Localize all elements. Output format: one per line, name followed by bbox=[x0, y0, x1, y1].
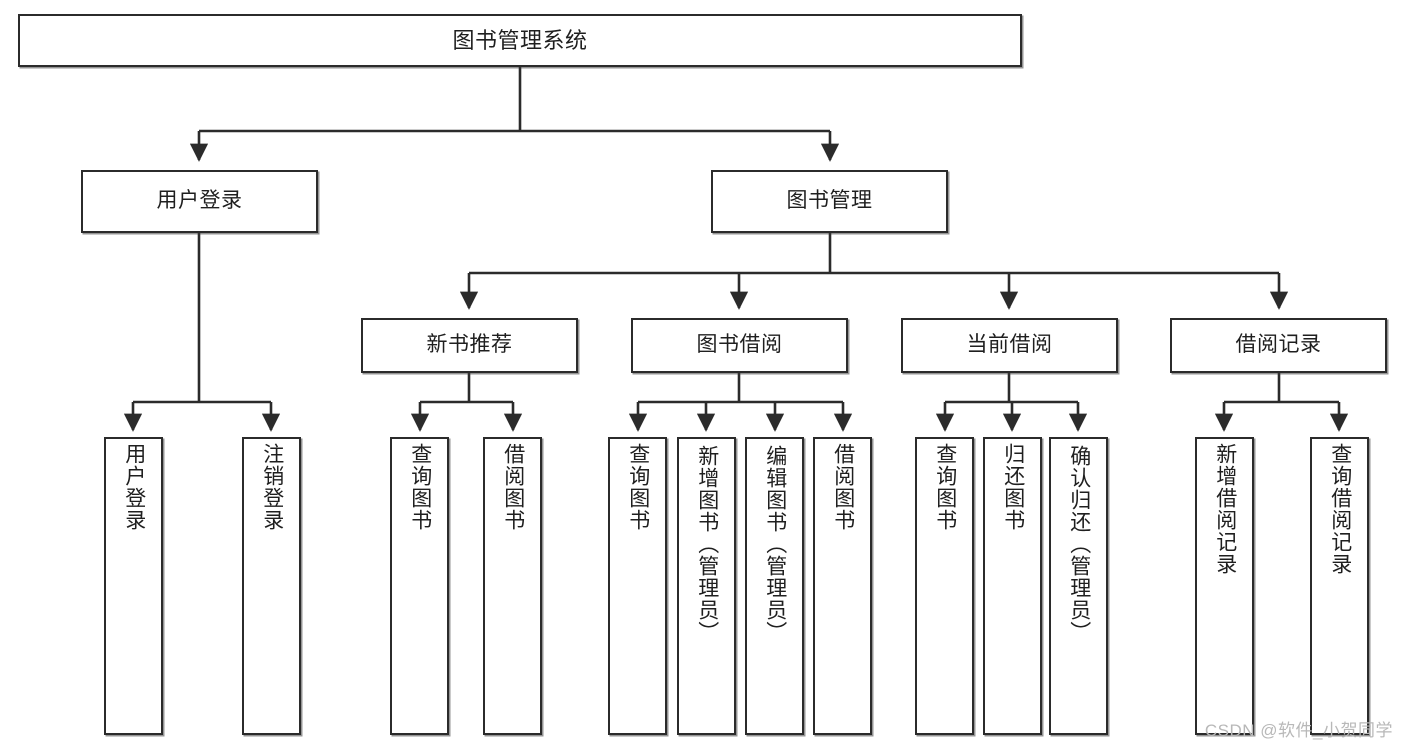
node-label: 查询图书 bbox=[933, 443, 957, 531]
node-label: 图书管理系统 bbox=[452, 27, 588, 53]
node-label: 注销登录 bbox=[260, 443, 284, 531]
node-label: 借阅图书 bbox=[831, 443, 855, 531]
node-label: 新增借阅记录 bbox=[1213, 443, 1237, 575]
node-label: 借阅图书 bbox=[501, 443, 525, 531]
node-book-management[interactable]: 图书管理 bbox=[711, 170, 948, 233]
leaf-user-login-login[interactable]: 用户登录 bbox=[104, 437, 163, 735]
node-label: 查询图书 bbox=[626, 443, 650, 531]
node-label: 查询图书 bbox=[408, 443, 432, 531]
node-current-borrow[interactable]: 当前借阅 bbox=[901, 318, 1118, 373]
node-borrow-record[interactable]: 借阅记录 bbox=[1170, 318, 1387, 373]
leaf-new-book-query[interactable]: 查询图书 bbox=[390, 437, 449, 735]
leaf-borrow-edit-book-admin[interactable]: 编辑图书（管理员） bbox=[745, 437, 804, 735]
node-new-book-recommend[interactable]: 新书推荐 bbox=[361, 318, 578, 373]
node-book-borrow[interactable]: 图书借阅 bbox=[631, 318, 848, 373]
leaf-record-add-record[interactable]: 新增借阅记录 bbox=[1195, 437, 1254, 735]
node-label: 图书借阅 bbox=[696, 333, 783, 357]
node-user-login[interactable]: 用户登录 bbox=[81, 170, 318, 233]
node-label: 用户登录 bbox=[122, 443, 146, 531]
node-label: 新增图书（管理员） bbox=[695, 445, 719, 643]
node-label: 当前借阅 bbox=[966, 333, 1053, 357]
leaf-borrow-query-book[interactable]: 查询图书 bbox=[608, 437, 667, 735]
node-label: 新书推荐 bbox=[426, 333, 513, 357]
leaf-borrow-borrow-book[interactable]: 借阅图书 bbox=[813, 437, 872, 735]
leaf-record-query-record[interactable]: 查询借阅记录 bbox=[1310, 437, 1369, 735]
node-label: 归还图书 bbox=[1001, 443, 1025, 531]
leaf-borrow-add-book-admin[interactable]: 新增图书（管理员） bbox=[677, 437, 736, 735]
leaf-current-return-book[interactable]: 归还图书 bbox=[983, 437, 1042, 735]
node-label: 用户登录 bbox=[156, 189, 243, 213]
leaf-current-query-book[interactable]: 查询图书 bbox=[915, 437, 974, 735]
node-root[interactable]: 图书管理系统 bbox=[18, 14, 1022, 67]
leaf-user-login-logout[interactable]: 注销登录 bbox=[242, 437, 301, 735]
leaf-new-book-borrow[interactable]: 借阅图书 bbox=[483, 437, 542, 735]
leaf-current-confirm-return-admin[interactable]: 确认归还（管理员） bbox=[1049, 437, 1108, 735]
node-label: 图书管理 bbox=[786, 189, 873, 213]
watermark: CSDN @软件_小贺同学 bbox=[1204, 721, 1393, 740]
node-label: 查询借阅记录 bbox=[1328, 443, 1352, 575]
node-label: 确认归还（管理员） bbox=[1067, 445, 1091, 643]
node-label: 编辑图书（管理员） bbox=[763, 445, 787, 643]
node-label: 借阅记录 bbox=[1235, 333, 1322, 357]
